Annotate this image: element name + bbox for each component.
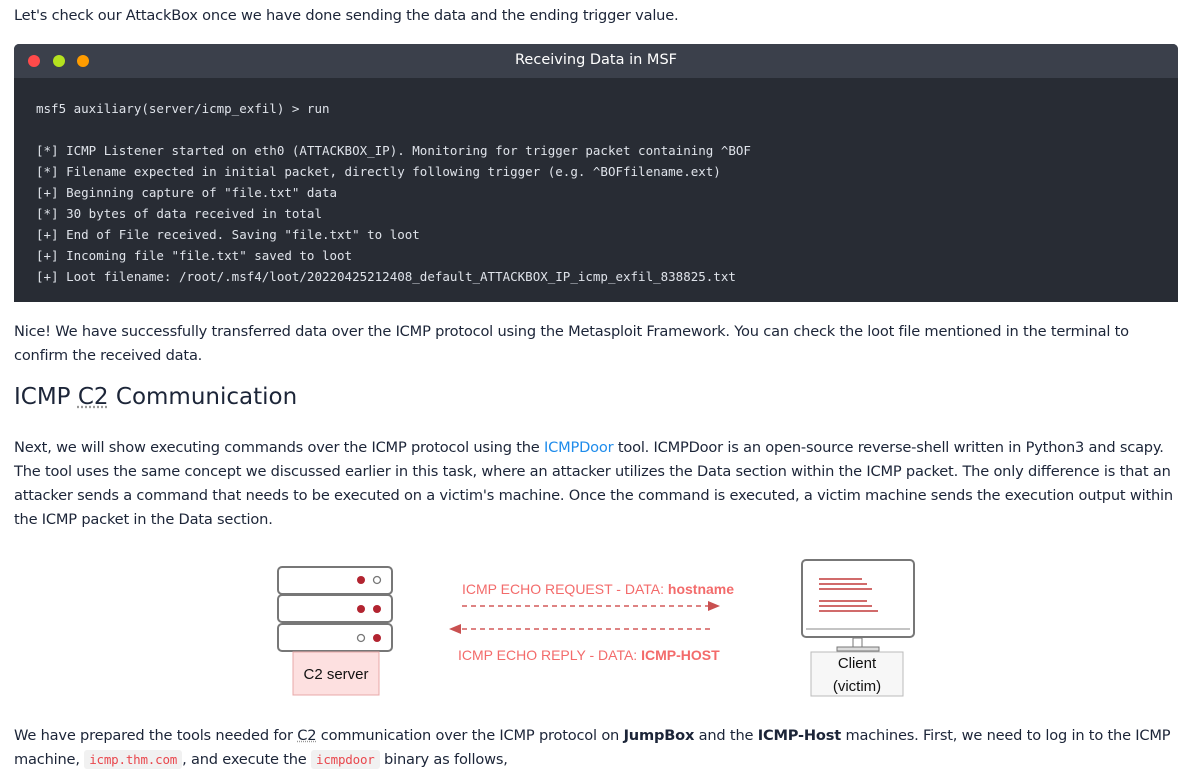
c2-abbr: C2: [77, 384, 109, 410]
arrow-right-icon: [708, 601, 720, 611]
terminal-line: [*] ICMP Listener started on eth0 (ATTAC…: [36, 143, 751, 158]
terminal-title: Receiving Data in MSF: [515, 52, 677, 68]
intro-text: Let's check our AttackBox once we have d…: [14, 7, 679, 24]
terminal-window: Receiving Data in MSF msf5 auxiliary(ser…: [14, 44, 1178, 302]
terminal-prompt: msf5 auxiliary(server/icmp_exfil) > run: [36, 101, 330, 116]
terminal-line: [+] Loot filename: /root/.msf4/loot/2022…: [36, 269, 736, 284]
victim-label: (victim): [833, 678, 881, 695]
host-code: icmp.thm.com: [84, 750, 183, 769]
tools-paragraph: We have prepared the tools needed for C2…: [14, 727, 1171, 769]
server-icon: [277, 566, 393, 652]
monitor-icon: [801, 559, 915, 652]
c2-abbr: C2: [297, 727, 317, 744]
terminal-titlebar: Receiving Data in MSF: [14, 44, 1178, 78]
icmpdoor-link[interactable]: ICMPDoor: [544, 439, 614, 456]
terminal-line: [+] Beginning capture of "file.txt" data: [36, 185, 338, 200]
icmp-c2-diagram: C2 server ICMP ECHO REQUEST - DATA: host…: [277, 559, 915, 697]
terminal-line: [+] End of File received. Saving "file.t…: [36, 227, 420, 242]
client-label: Client: [838, 655, 877, 672]
terminal-line: [+] Incoming file "file.txt" saved to lo…: [36, 248, 353, 263]
terminal-output: msf5 auxiliary(server/icmp_exfil) > run …: [14, 78, 1178, 287]
terminal-line: [*] Filename expected in initial packet,…: [36, 164, 721, 179]
reply-label: ICMP ECHO REPLY - DATA: ICMP-HOST: [458, 647, 720, 663]
minimize-dot-icon: [53, 55, 65, 67]
request-label: ICMP ECHO REQUEST - DATA: hostname: [462, 581, 734, 597]
icmpdoor-paragraph: Next, we will show executing commands ov…: [14, 439, 1173, 528]
terminal-line: [*] 30 bytes of data received in total: [36, 206, 322, 221]
binary-code: icmpdoor: [311, 750, 380, 769]
server-label: C2 server: [303, 666, 368, 683]
maximize-dot-icon: [77, 55, 89, 67]
close-dot-icon: [28, 55, 40, 67]
success-paragraph: Nice! We have successfully transferred d…: [14, 323, 1129, 364]
section-heading: ICMP C2 Communication: [14, 384, 298, 410]
arrow-left-icon: [449, 624, 461, 634]
